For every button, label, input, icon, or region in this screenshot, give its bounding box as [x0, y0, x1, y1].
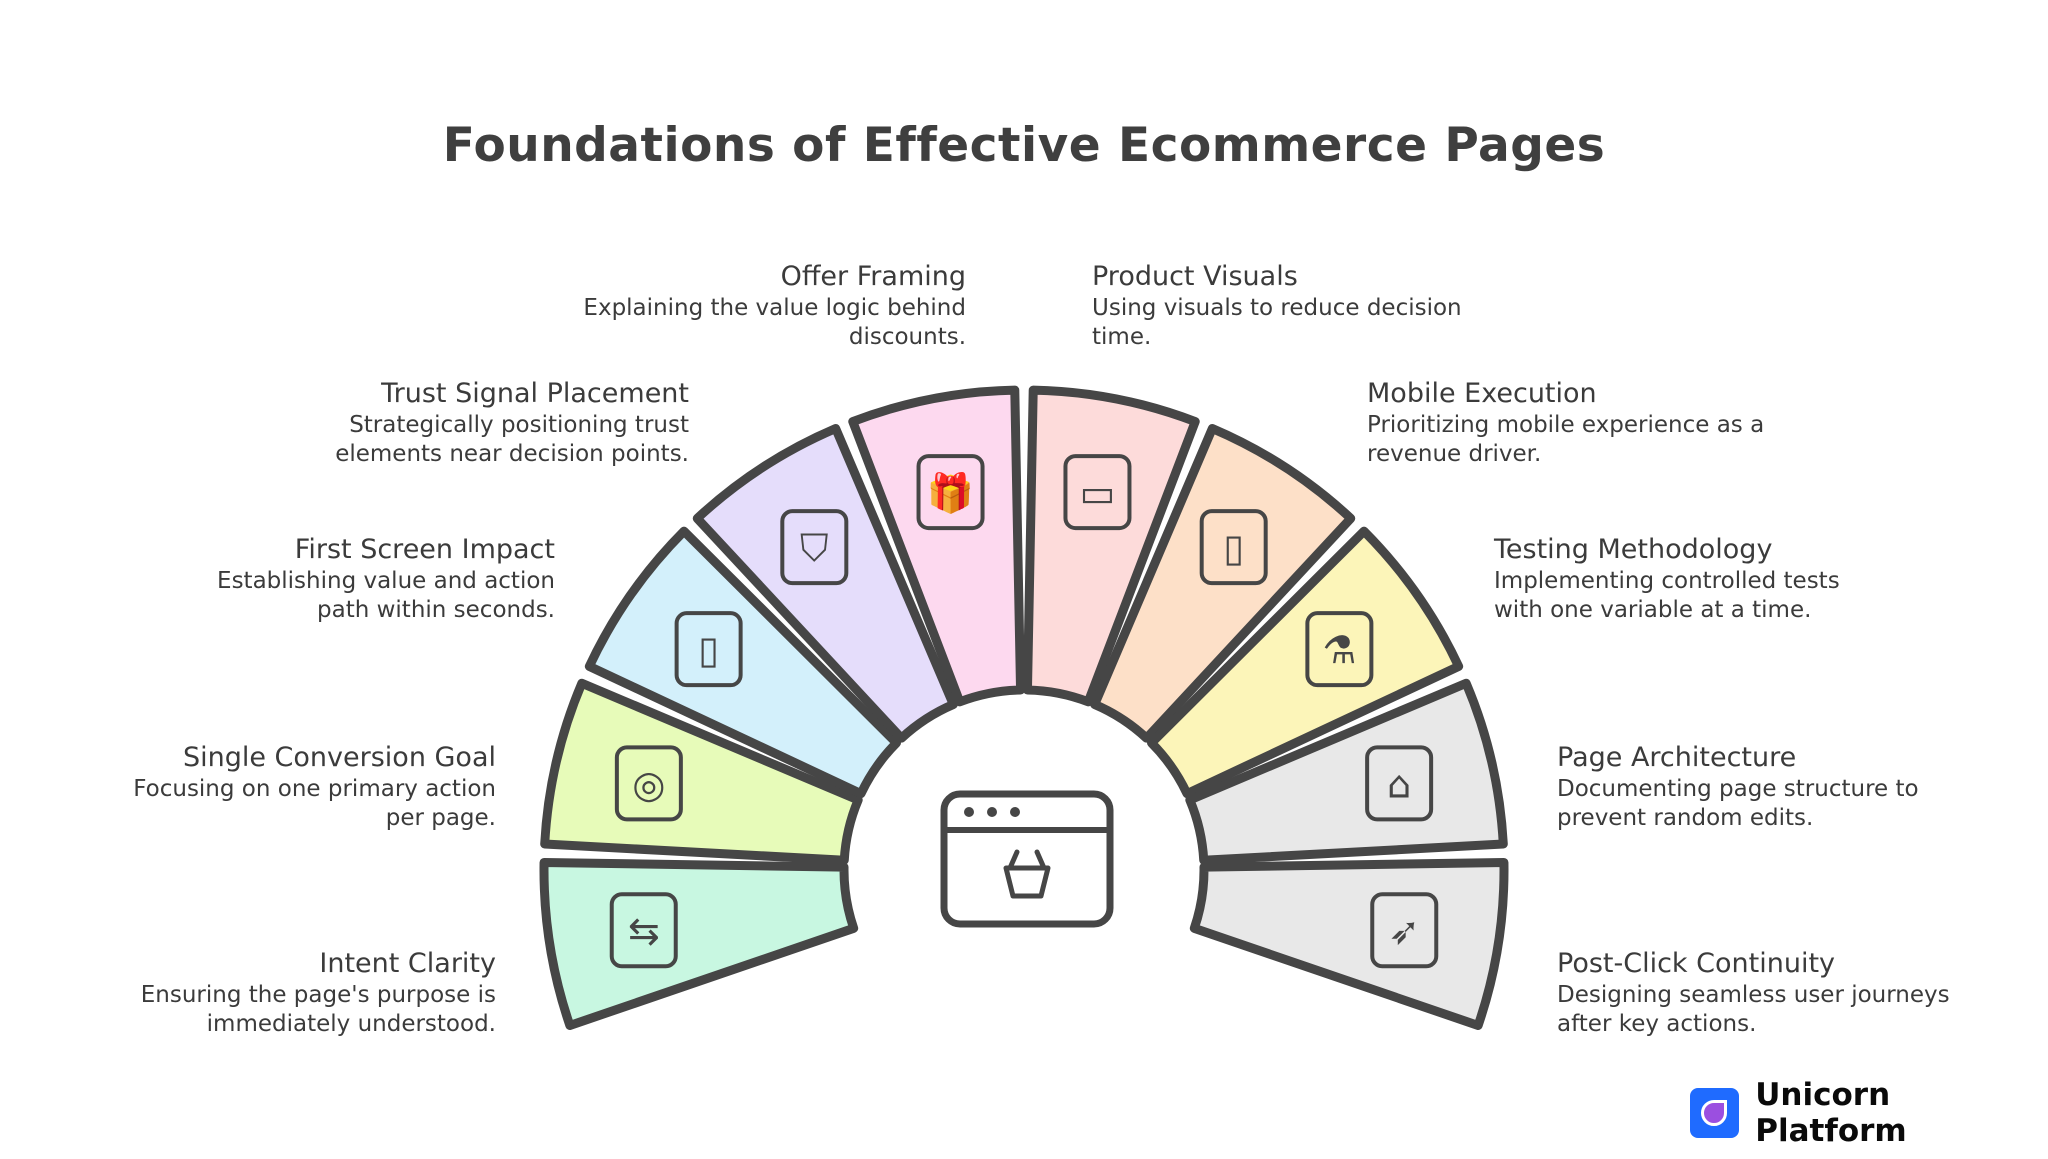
segment-intent-clarity: ⇆ [539, 857, 859, 1030]
segment-title: Page Architecture [1557, 742, 1797, 773]
target-arrow-icon: ◎ [614, 745, 683, 822]
segment-title: Single Conversion Goal [182, 742, 496, 773]
segment-label-single-conversion-goal: Single Conversion Goal Focusing on one p… [36, 741, 496, 833]
signpost-icon: ⇆ [609, 892, 678, 969]
segment-desc-line: Implementing controlled tests [1494, 568, 1840, 594]
svg-text:◎: ◎ [632, 762, 665, 806]
segment-label-offer-framing: Offer Framing Explaining the value logic… [506, 260, 966, 352]
segment-label-post-click-continuity: Post-Click Continuity Designing seamless… [1557, 947, 2017, 1039]
door-viewport-icon: ▯ [674, 611, 743, 688]
browser-basket-icon [940, 790, 1114, 928]
segment-desc-line: Documenting page structure to [1557, 776, 1919, 802]
segment-title: Post-Click Continuity [1557, 948, 1836, 979]
segment-desc-line: with one variable at a time. [1494, 597, 1812, 623]
segment-label-first-screen-impact: First Screen Impact Establishing value a… [95, 533, 555, 625]
segment-single-conversion-goal: ◎ [540, 678, 863, 865]
segment-trust-signal-placement: ⛉ [692, 423, 958, 743]
segment-desc-line: discounts. [848, 324, 966, 350]
segment-desc-line: Focusing on one primary action [133, 776, 496, 802]
segment-desc-line: Explaining the value logic behind [583, 295, 966, 321]
segment-desc-line: time. [1092, 324, 1152, 350]
segment-post-click-continuity: ➶ [1189, 857, 1509, 1030]
segment-product-visuals: ▭ [1022, 385, 1200, 707]
segment-label-intent-clarity: Intent Clarity Ensuring the page's purpo… [36, 947, 496, 1039]
segment-label-mobile-execution: Mobile Execution Prioritizing mobile exp… [1367, 377, 1827, 469]
segment-title: Mobile Execution [1367, 378, 1597, 409]
segment-label-product-visuals: Product Visuals Using visuals to reduce … [1092, 260, 1552, 352]
segment-offer-framing: 🎁 [848, 385, 1026, 707]
segment-title: Trust Signal Placement [381, 378, 689, 409]
segment-desc-line: Prioritizing mobile experience as a [1367, 412, 1765, 438]
segment-title: Product Visuals [1092, 261, 1298, 292]
svg-text:⛉: ⛉ [800, 526, 829, 570]
segment-desc-line: Establishing value and action [217, 568, 555, 594]
brand-watermark: Unicorn Platform [1690, 1077, 2048, 1149]
segment-testing-methodology: ⚗ [1147, 526, 1464, 799]
gift-tag-icon: 🎁 [916, 454, 985, 531]
segment-mobile-execution: ▯ [1090, 423, 1356, 743]
segment-desc-line: Designing seamless user journeys [1557, 982, 1950, 1008]
phone-shirt-icon: ▭ [1063, 454, 1132, 531]
segment-title: Offer Framing [780, 261, 966, 292]
svg-text:⚗: ⚗ [1322, 628, 1356, 672]
segment-first-screen-impact: ▯ [584, 526, 901, 799]
svg-text:▯: ▯ [1223, 526, 1244, 570]
segment-desc-line: Ensuring the page's purpose is [140, 982, 496, 1008]
unicorn-platform-logo-icon [1690, 1088, 1740, 1138]
segment-label-testing-methodology: Testing Methodology Implementing control… [1494, 533, 1954, 625]
segment-title: Intent Clarity [319, 948, 496, 979]
segment-desc-line: immediately understood. [206, 1011, 496, 1037]
segment-desc-line: revenue driver. [1367, 441, 1542, 467]
phone-cart-icon: ▯ [1199, 509, 1268, 586]
devices-cursor-icon: ➶ [1370, 892, 1439, 969]
svg-text:▭: ▭ [1080, 471, 1116, 515]
segment-label-page-architecture: Page Architecture Documenting page struc… [1557, 741, 2017, 833]
segment-label-trust-signal-placement: Trust Signal Placement Strategically pos… [229, 377, 689, 469]
brand-name: Unicorn Platform [1755, 1077, 1907, 1149]
svg-text:➶: ➶ [1388, 909, 1420, 953]
segment-desc-line: elements near decision points. [335, 441, 689, 467]
segment-desc-line: after key actions. [1557, 1011, 1757, 1037]
svg-text:🎁: 🎁 [927, 471, 974, 515]
svg-text:▯: ▯ [698, 628, 719, 672]
segment-desc-line: per page. [385, 805, 496, 831]
house-ruler-pencil-icon: ⌂ [1365, 745, 1434, 822]
segment-title: First Screen Impact [294, 534, 555, 565]
segment-desc-line: prevent random edits. [1557, 805, 1814, 831]
segment-title: Testing Methodology [1494, 534, 1773, 565]
segment-desc-line: path within seconds. [317, 597, 555, 623]
shield-search-icon: ⛉ [780, 509, 849, 586]
svg-text:⌂: ⌂ [1387, 762, 1411, 806]
svg-text:⇆: ⇆ [628, 909, 660, 953]
scientist-flask-icon: ⚗ [1305, 611, 1374, 688]
segment-desc-line: Using visuals to reduce decision [1092, 295, 1462, 321]
page-title: Foundations of Effective Ecommerce Pages [442, 118, 1606, 173]
segment-desc-line: Strategically positioning trust [349, 412, 689, 438]
segment-page-architecture: ⌂ [1185, 678, 1508, 865]
